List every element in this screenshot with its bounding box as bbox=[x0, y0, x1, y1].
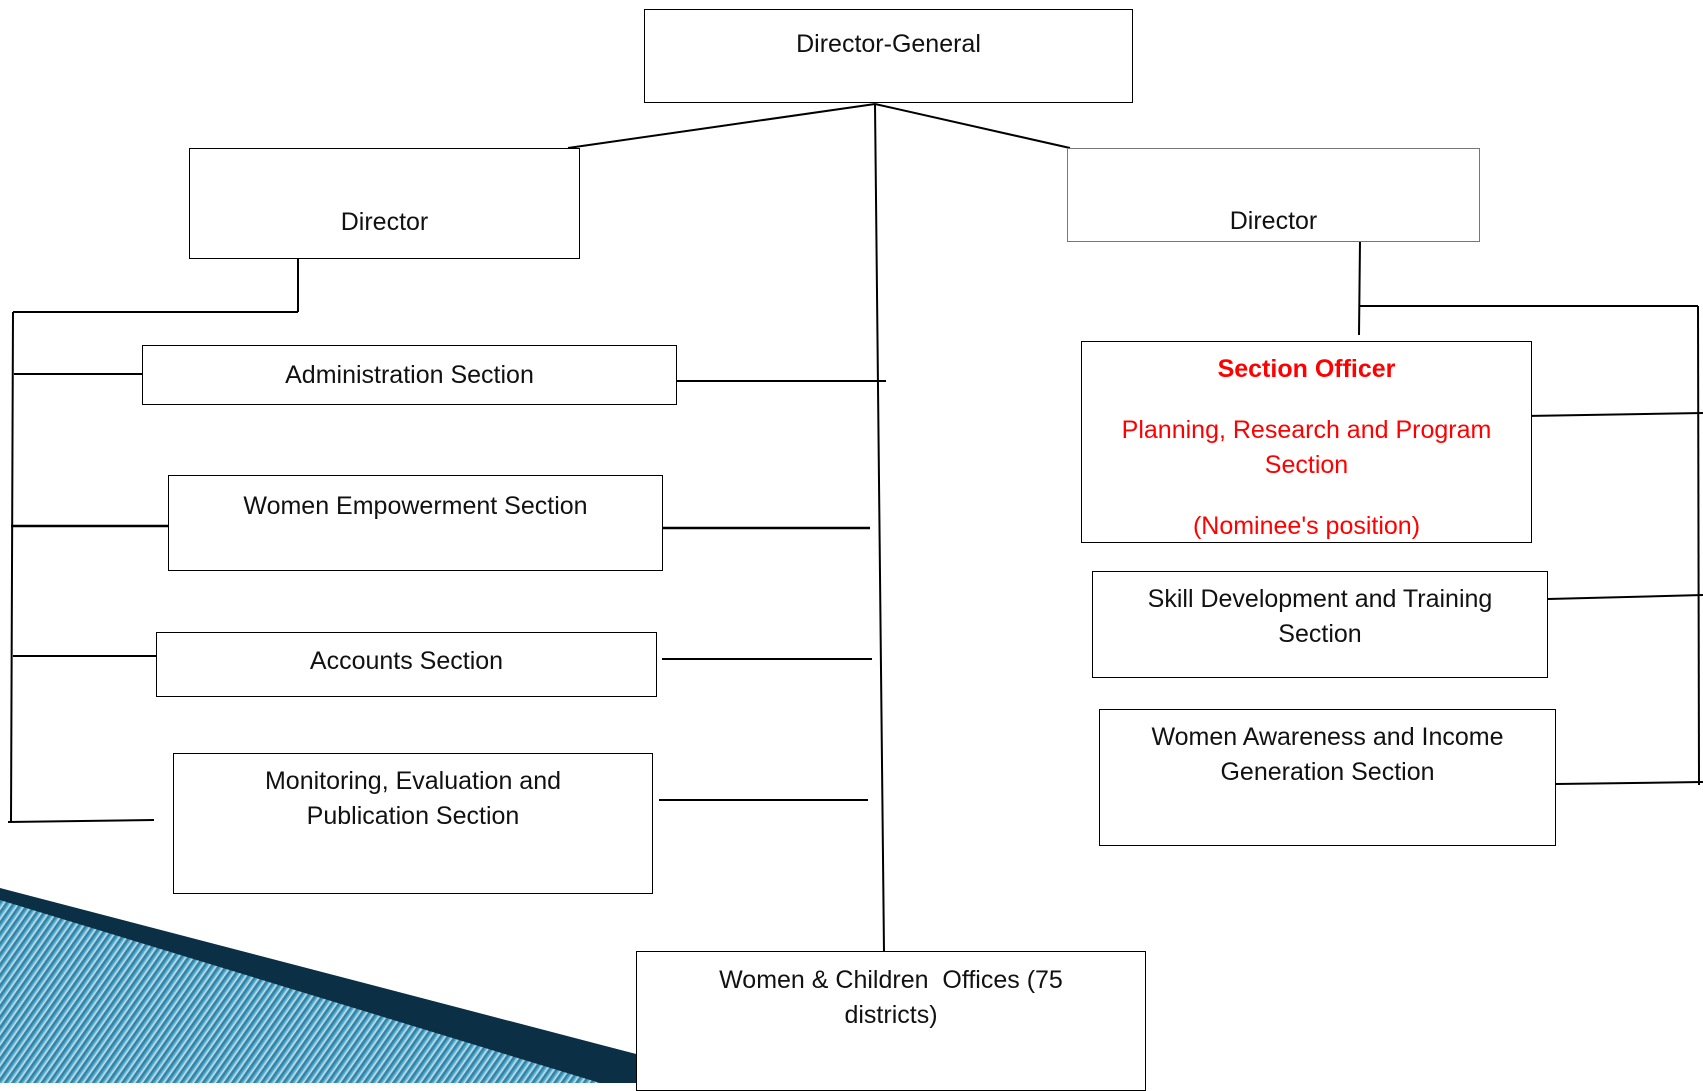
right-director-box: Director bbox=[1067, 148, 1480, 242]
district-offices-box: Women & Children Offices (75 districts) bbox=[636, 951, 1146, 1091]
women-awareness-section-box: Women Awareness and Income Generation Se… bbox=[1099, 709, 1556, 846]
director-general-box: Director-General bbox=[644, 9, 1133, 103]
planning-section-label-line1: Planning, Research and Program bbox=[1121, 416, 1492, 444]
district-offices-label-line2: districts) bbox=[844, 1001, 938, 1029]
connector-dg-left-director bbox=[567, 103, 876, 149]
connector-right-awareness bbox=[1555, 781, 1703, 785]
connector-right-bus bbox=[1697, 305, 1700, 786]
connector-right-director-down bbox=[1358, 240, 1361, 336]
section-officer-title: Section Officer bbox=[1217, 355, 1396, 383]
connector-left-bus bbox=[10, 311, 14, 823]
women-empowerment-section-label: Women Empowerment Section bbox=[243, 492, 588, 520]
connector-right-planning bbox=[1525, 412, 1703, 417]
women-awareness-label-line2: Generation Section bbox=[1220, 758, 1435, 786]
monitoring-section-label-line2: Publication Section bbox=[306, 802, 520, 830]
decorative-stripe bbox=[0, 888, 680, 1083]
left-director-box: Director bbox=[189, 148, 580, 259]
administration-section-label: Administration Section bbox=[285, 361, 534, 389]
connector-right-skill bbox=[1547, 594, 1703, 600]
accounts-section-label: Accounts Section bbox=[309, 647, 504, 675]
right-director-label: Director bbox=[1229, 207, 1318, 235]
nominee-position-note: (Nominee's position) bbox=[1192, 512, 1421, 540]
district-offices-label-line1: Women & Children Offices (75 bbox=[719, 966, 1063, 994]
director-general-label: Director-General bbox=[796, 30, 981, 58]
connector-dg-right-director bbox=[874, 103, 1071, 149]
women-awareness-label-line1: Women Awareness and Income bbox=[1151, 723, 1504, 751]
connector-dg-trunk bbox=[874, 103, 885, 953]
monitoring-section-box: Monitoring, Evaluation and Publication S… bbox=[173, 753, 653, 894]
monitoring-section-label-line1: Monitoring, Evaluation and bbox=[264, 767, 562, 795]
skill-development-label-line2: Section bbox=[1278, 620, 1362, 648]
administration-section-box: Administration Section bbox=[142, 345, 677, 405]
accounts-section-box: Accounts Section bbox=[156, 632, 657, 697]
skill-development-label-line1: Skill Development and Training bbox=[1147, 585, 1493, 613]
skill-development-section-box: Skill Development and Training Section bbox=[1092, 571, 1548, 678]
planning-section-label-line2: Section bbox=[1264, 451, 1349, 479]
planning-research-section-box: Section Officer Planning, Research and P… bbox=[1081, 341, 1532, 543]
left-director-label: Director bbox=[340, 208, 429, 236]
women-empowerment-section-box: Women Empowerment Section bbox=[168, 475, 663, 571]
connector-left-monitoring bbox=[7, 819, 155, 823]
